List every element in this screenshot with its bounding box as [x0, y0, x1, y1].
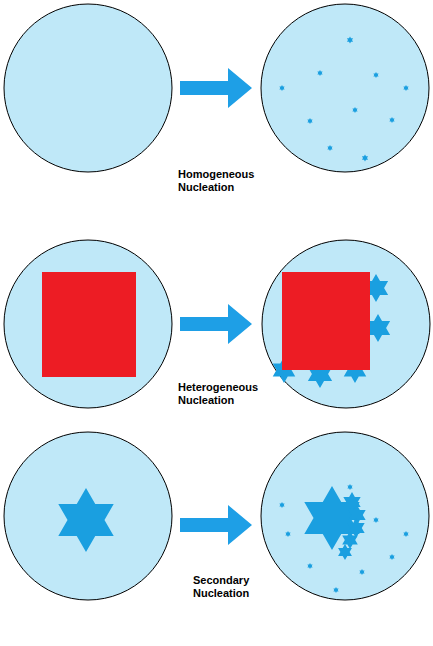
solution-circle [4, 432, 172, 600]
process-arrow [180, 68, 252, 108]
seed-crystal [58, 488, 113, 552]
process-label: Homogeneous Nucleation [178, 168, 268, 194]
process-label: Secondary Nucleation [193, 574, 283, 600]
solution-circle [262, 240, 430, 408]
solution-circle [261, 4, 429, 172]
process-label: Heterogeneous Nucleation [178, 381, 268, 407]
process-arrow [180, 304, 252, 344]
solution-circle [261, 432, 429, 600]
foreign-surface [42, 272, 136, 377]
foreign-surface [282, 272, 370, 370]
nuclei [279, 37, 408, 162]
process-arrow [180, 505, 252, 545]
seed-crystal-growth [304, 486, 365, 560]
solution-circle [4, 4, 172, 172]
secondary-nuclei [279, 484, 408, 593]
solution-circle [4, 240, 172, 408]
